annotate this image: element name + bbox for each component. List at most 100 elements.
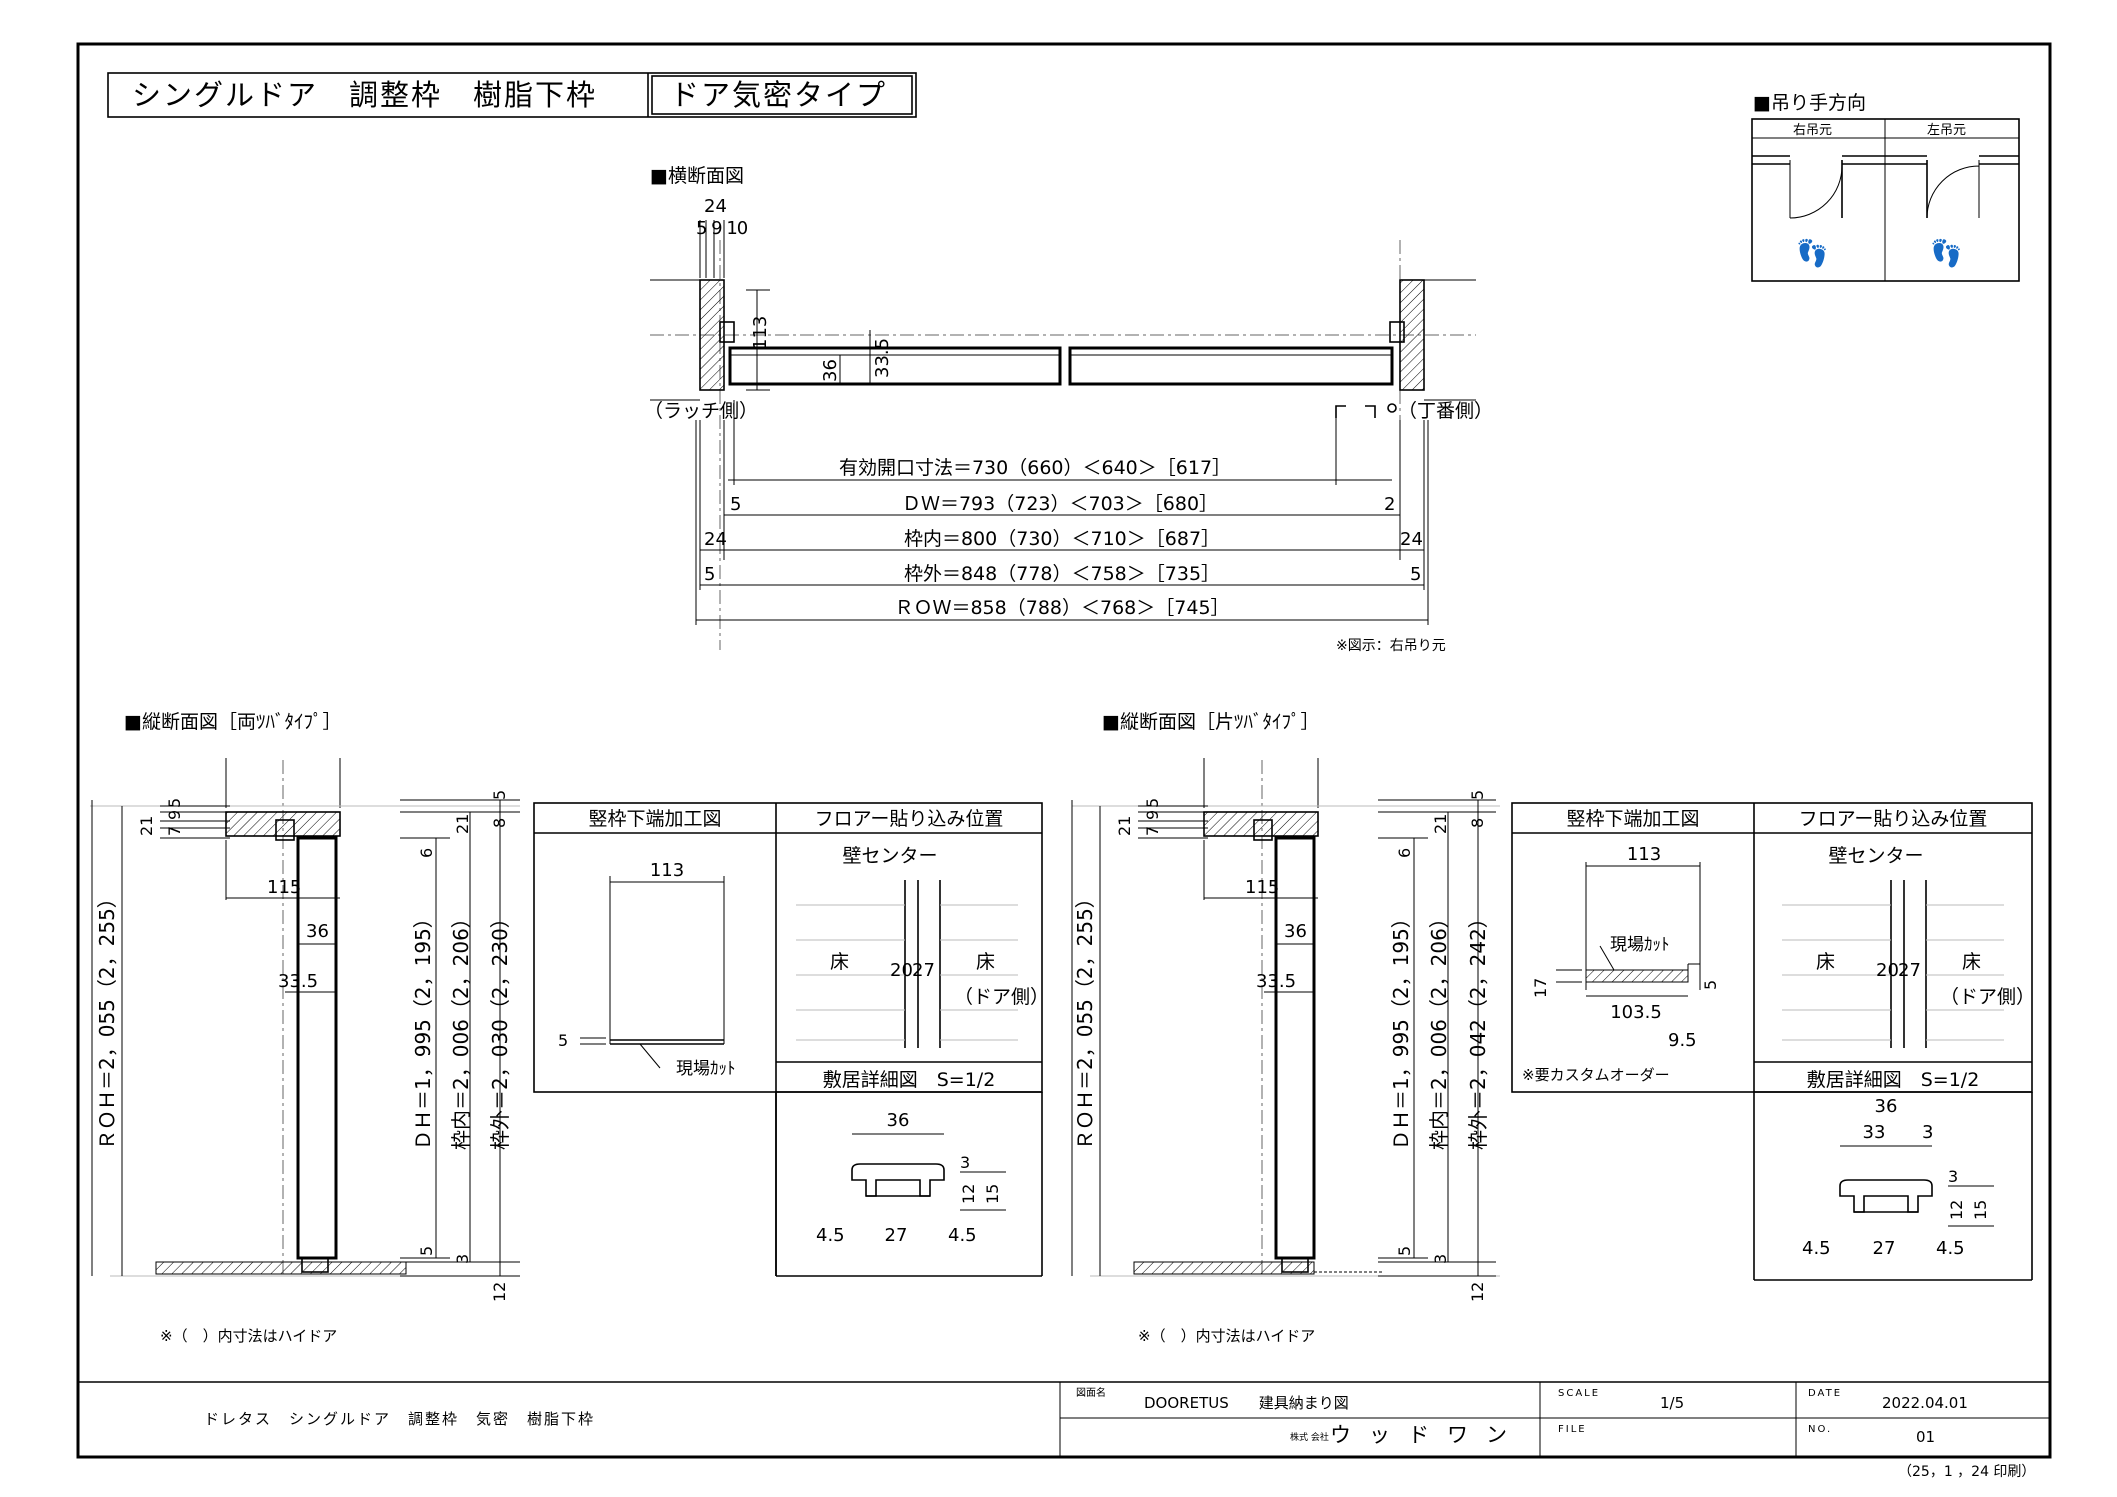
dim-36-s: 36: [1284, 921, 1307, 942]
horizontal-heading: ■横断面図: [650, 165, 744, 187]
dim-waku-in-right: 24: [1400, 529, 1423, 550]
sill-dim-4-5-left: 4.5: [816, 1225, 845, 1246]
dim-36: 36: [820, 359, 841, 382]
dim-3-bottom: 3: [453, 1254, 472, 1264]
sill-dim-4-5-right-b: 4.5: [1936, 1238, 1965, 1259]
dim-5-a: 5: [558, 1031, 568, 1050]
dim-waku-in-left: 24: [704, 529, 727, 550]
hinge-left-label: 左吊元: [1927, 123, 1966, 138]
floor-label-b: 床: [1816, 951, 1835, 973]
dim-20: 20: [890, 960, 913, 981]
dim-waku-out-s: 枠外＝2，042（2，242）: [1466, 908, 1490, 1150]
dim-33-5: 33.5: [872, 338, 893, 378]
dim-dh-s: ＤＨ＝1，995（2，195）: [1389, 908, 1413, 1150]
sill-detail-heading-b: 敷居詳細図 S=1/2: [1807, 1069, 1980, 1091]
wall-center-label-b: 壁センター: [1828, 845, 1923, 867]
printed-date: （25，1 ，24 印刷）: [1898, 1464, 2035, 1480]
dim-21-right-s: 21: [1431, 814, 1450, 834]
sill-detail-heading: 敷居詳細図 S=1/2: [823, 1069, 996, 1091]
dim-waku-in-v: 枠内＝2，006（2，206）: [449, 908, 473, 1150]
no-label: NO.: [1808, 1424, 1832, 1435]
floor-position-heading: フロアー貼り込み位置: [815, 808, 1004, 830]
dim-113: 113: [750, 316, 771, 350]
dim-9-5: 9.5: [1668, 1030, 1697, 1051]
footprint-icon: 👣: [1796, 237, 1828, 269]
dim-waku-out-v: 枠外＝2，030（2，230）: [488, 908, 512, 1150]
company-name: ウッドワン: [1330, 1423, 1525, 1447]
dim-33-5-v: 33.5: [278, 971, 318, 992]
dim-5-left-s: 5: [1143, 798, 1162, 808]
dim-row: ＲＯＷ＝858（788）＜768＞［745］: [894, 597, 1229, 619]
vertical-single-heading: ■縦断面図［片ﾂﾊﾞﾀｲﾌﾟ］: [1102, 711, 1319, 733]
high-door-note: ※（ ）内寸法はハイドア: [160, 1327, 337, 1345]
hinge-side-label: （丁番側）: [1398, 400, 1493, 422]
horizontal-section: ■横断面図 24 5 9 10 113 36 33.5: [644, 165, 1493, 654]
dim-12-bottom: 12: [490, 1282, 509, 1302]
company-prefix: 株式 会社: [1290, 1431, 1329, 1443]
dim-waku-out-left: 5: [704, 564, 715, 585]
sheet-border: [76, 42, 2052, 1459]
dim-dh: ＤＨ＝1，995（2，195）: [411, 908, 435, 1150]
frame-bottom-heading-b: 竪枠下端加工図: [1566, 808, 1699, 830]
dim-36-v: 36: [306, 921, 329, 942]
floor-position-heading-b: フロアー貼り込み位置: [1799, 808, 1988, 830]
no-value: 01: [1916, 1428, 1935, 1446]
title-block: ドレタス シングルドア 調整枠 気密 樹脂下枠 図面名 DOORETUS 建具納…: [78, 1381, 2050, 1480]
dim-5-top-s: 5: [1468, 790, 1487, 800]
date-value: 2022.04.01: [1882, 1394, 1968, 1412]
site-cut-label-b: 現場ｶｯﾄ: [1610, 935, 1670, 955]
dim-waku-in: 枠内＝800（730）＜710＞［687］: [904, 528, 1220, 550]
sill-dim-36-b: 36: [1875, 1096, 1898, 1117]
dim-7-left: 7: [165, 826, 184, 836]
dim-waku-out-right: 5: [1410, 564, 1421, 585]
figure-note: ※図示：右吊り元: [1336, 638, 1446, 654]
drawing-name-label: 図面名: [1076, 1386, 1106, 1399]
sill-dim-12: 12: [959, 1184, 978, 1204]
dim-5-bottom: 5: [417, 1246, 436, 1256]
dim-dw-left: 5: [730, 494, 741, 515]
dim-dw-right: 2: [1384, 494, 1395, 515]
hinge-direction: ■吊り手方向 右吊元 左吊元 👣 👣: [1751, 92, 2020, 282]
title-main: シングルドア 調整枠 樹脂下枠: [132, 78, 597, 112]
floor-door-label: 床: [976, 951, 995, 973]
dim-5-9-10: 5 9 10: [696, 218, 748, 239]
dim-113-b: 113: [1627, 844, 1661, 865]
dim-103-5: 103.5: [1610, 1002, 1662, 1023]
door-side-label-b: （ドア側）: [1940, 986, 2035, 1008]
hinge-heading: ■吊り手方向: [1753, 92, 1866, 114]
vertical-double-heading: ■縦断面図［両ﾂﾊﾞﾀｲﾌﾟ］: [124, 711, 341, 733]
dim-9-left: 9: [165, 810, 184, 820]
dim-waku-out: 枠外＝848（778）＜758＞［735］: [904, 563, 1220, 585]
dim-9-left-s: 9: [1143, 810, 1162, 820]
scale-value: 1/5: [1660, 1394, 1684, 1412]
dim-21-right: 21: [453, 814, 472, 834]
dim-8-s: 8: [1468, 818, 1487, 828]
dim-5-bottom-s: 5: [1395, 1246, 1414, 1256]
product-name: ドレタス シングルドア 調整枠 気密 樹脂下枠: [204, 1410, 595, 1428]
dim-effective-opening: 有効開口寸法＝730（660）＜640＞［617］: [839, 457, 1231, 479]
dim-21-left-s: 21: [1115, 816, 1134, 836]
sill-dim-36: 36: [887, 1110, 910, 1131]
dim-17-b: 17: [1531, 978, 1550, 998]
sill-dim-4-5-right: 4.5: [948, 1225, 977, 1246]
sill-dim-3-b: 3: [1948, 1167, 1958, 1186]
sill-dim-4-5-left-b: 4.5: [1802, 1238, 1831, 1259]
dim-6-s: 6: [1395, 848, 1414, 858]
dim-115: 115: [267, 877, 301, 898]
sill-dim-15-b: 15: [1971, 1200, 1990, 1220]
vertical-section-single: ■縦断面図［片ﾂﾊﾞﾀｲﾌﾟ］ 115 36 33.5 21 7 9 5 ＲＯＨ…: [1071, 711, 1500, 1345]
sill-dim-15: 15: [983, 1184, 1002, 1204]
dim-33-5-s: 33.5: [1256, 971, 1296, 992]
dim-24-top: 24: [704, 196, 727, 217]
dim-20-b: 20: [1876, 960, 1899, 981]
sill-dim-3: 3: [960, 1153, 970, 1172]
frame-bottom-heading: 竪枠下端加工図: [588, 808, 721, 830]
dim-7-left-s: 7: [1143, 826, 1162, 836]
dim-27: 27: [912, 960, 935, 981]
dim-115-s: 115: [1245, 877, 1279, 898]
drawing-name: DOORETUS 建具納まり図: [1144, 1394, 1349, 1412]
sill-dim-27-b: 27: [1873, 1238, 1896, 1259]
dim-waku-in-s: 枠内＝2，006（2，206）: [1427, 908, 1451, 1150]
date-label: DATE: [1808, 1388, 1842, 1399]
sill-dim-12-b: 12: [1947, 1200, 1966, 1220]
